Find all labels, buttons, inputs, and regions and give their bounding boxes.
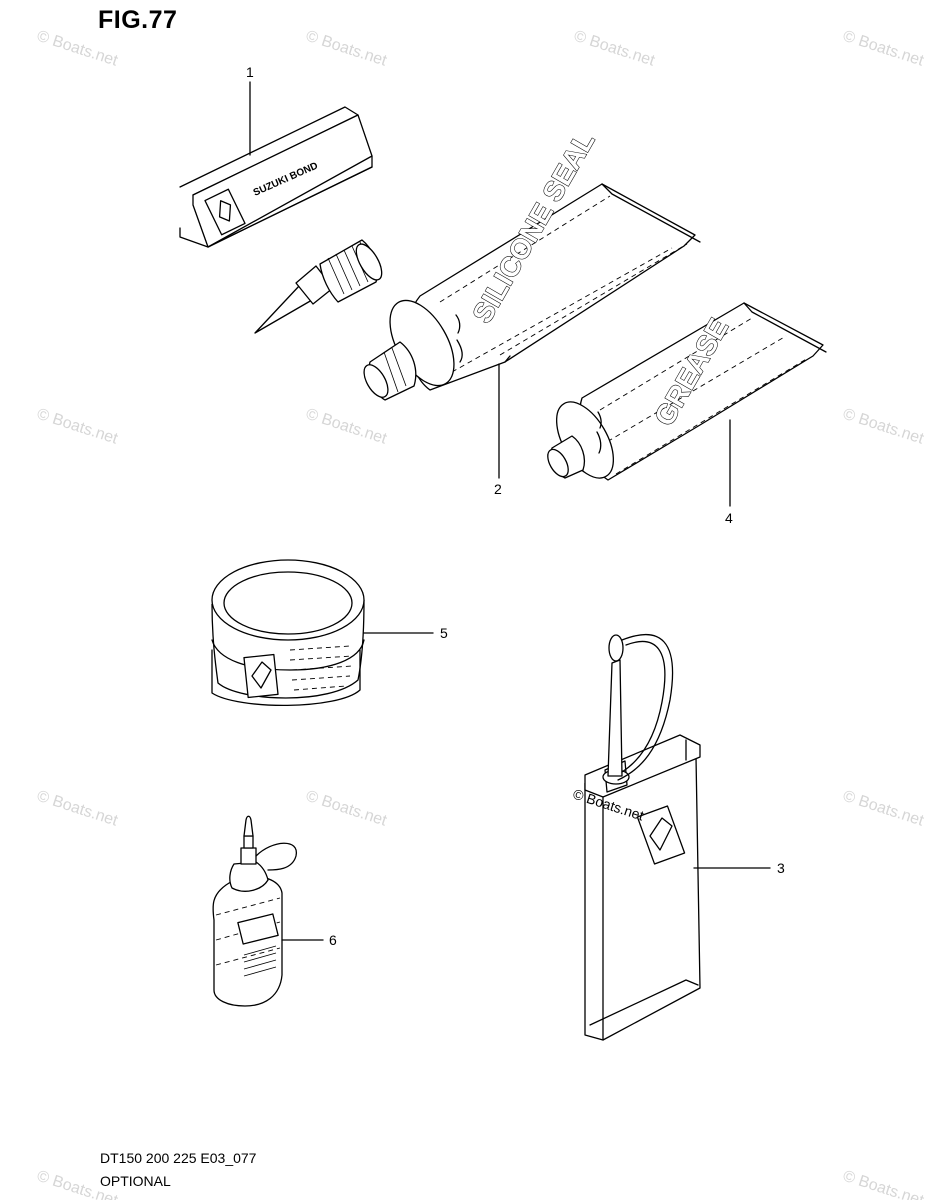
callout-6: 6 [329, 932, 337, 948]
watermark: © Boats.net [35, 28, 121, 70]
watermark: © Boats.net [841, 788, 927, 830]
figure-code: DT150 200 225 E03_077 [100, 1150, 257, 1166]
part-3-oil-can: © Boats.net [571, 633, 701, 1041]
watermark: © Boats.net [841, 1168, 927, 1200]
figure-section: OPTIONAL [100, 1173, 171, 1189]
callout-2: 2 [494, 481, 502, 497]
callout-1: 1 [246, 64, 254, 80]
watermark-layer: © Boats.net © Boats.net © Boats.net © Bo… [35, 28, 927, 1200]
ring-texture [289, 645, 353, 691]
watermark: © Boats.net [841, 28, 927, 70]
watermark: © Boats.net [572, 28, 658, 70]
watermark: © Boats.net [304, 406, 390, 448]
part-5-ring-container [211, 559, 365, 707]
watermark: © Boats.net [841, 406, 927, 448]
callout-4: 4 [725, 510, 733, 526]
callout-5: 5 [440, 625, 448, 641]
part-6-squeeze-bottle [212, 815, 297, 1007]
callout-3: 3 [777, 860, 785, 876]
figure-title: FIG.77 [98, 6, 178, 34]
watermark: © Boats.net [35, 406, 121, 448]
part-4-grease-tube: GREASE [547, 302, 827, 481]
part-1-nozzle [254, 239, 383, 334]
watermark: © Boats.net [35, 788, 121, 830]
watermark: © Boats.net [304, 788, 390, 830]
part-1-bond-box: SUZUKI BOND [179, 106, 373, 248]
watermark: © Boats.net [304, 28, 390, 70]
